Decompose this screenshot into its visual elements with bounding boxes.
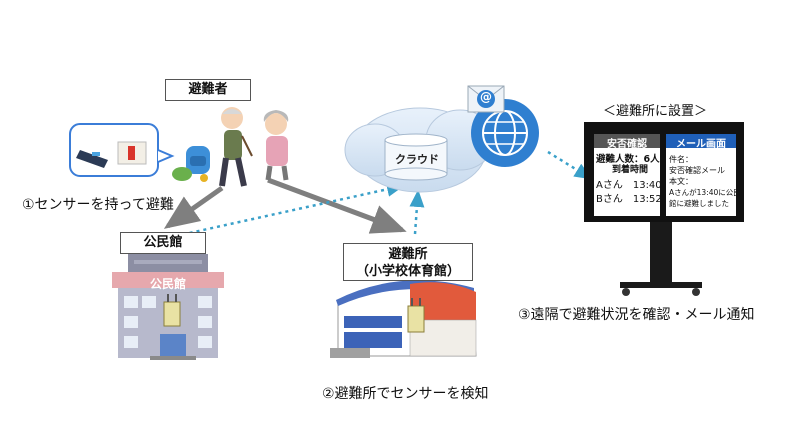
arrival-time-heading: 到着時間 (612, 165, 649, 175)
arrow-to-shelter (267, 177, 407, 234)
arrival-row-b: Bさん 13:52 (596, 194, 662, 205)
center-sensor-icon (163, 294, 181, 327)
shelter-label: 避難所 （小学校体育館） (343, 243, 473, 281)
monitor-stand (620, 222, 702, 296)
dotted-line-cloud-to-monitor (547, 150, 593, 180)
arrow-to-community-center (163, 185, 224, 229)
backpack-icon (172, 146, 210, 182)
mail-body-line2: 館に避難しました (669, 199, 729, 208)
shelter-sensor-icon (407, 298, 425, 333)
step3-caption: ③遠隔で避難状況を確認・メール通知 (518, 307, 755, 323)
building-sign-text: 公民館 (149, 277, 186, 291)
cloud-label: クラウド (395, 153, 439, 166)
dotted-line-shelter-to-cloud (409, 189, 425, 235)
community-center-building (90, 250, 250, 360)
mail-subject: 安否確認メール (669, 166, 725, 175)
cloud-icon (344, 107, 495, 193)
step1-caption: ①センサーを持って避難 (22, 197, 174, 213)
sensor-device-icon (76, 150, 108, 168)
evacuee-label: 避難者 (165, 79, 251, 101)
elderly-woman-icon (263, 110, 289, 181)
evacuee-count: 避難人数：6人 (596, 154, 660, 165)
mail-subject-label: 件名： (669, 155, 693, 164)
community-center-label: 公民館 (120, 232, 206, 254)
arrival-row-a: Aさん 13:40 (596, 180, 662, 191)
installed-at-label: ＜避難所に設置＞ (603, 104, 708, 119)
step2-caption: ②避難所でセンサーを検知 (322, 386, 489, 402)
at-sign-icon: @ (480, 90, 492, 104)
mail-envelope-icon (467, 85, 505, 113)
sensor-tag-icon (117, 141, 147, 165)
monitor-left-header: 安否確認 (607, 139, 647, 150)
shelter-label-line1: 避難所 (388, 247, 428, 262)
shelter-label-line2: （小学校体育館） (355, 264, 460, 279)
mail-body-line1: Aさんが13:40に公民 (669, 188, 741, 197)
mail-body-label: 本文： (669, 177, 693, 186)
monitor-display (584, 122, 744, 222)
globe-icon (471, 99, 539, 167)
monitor-right-header: メール画面 (676, 139, 726, 150)
elderly-man-icon (219, 107, 253, 187)
